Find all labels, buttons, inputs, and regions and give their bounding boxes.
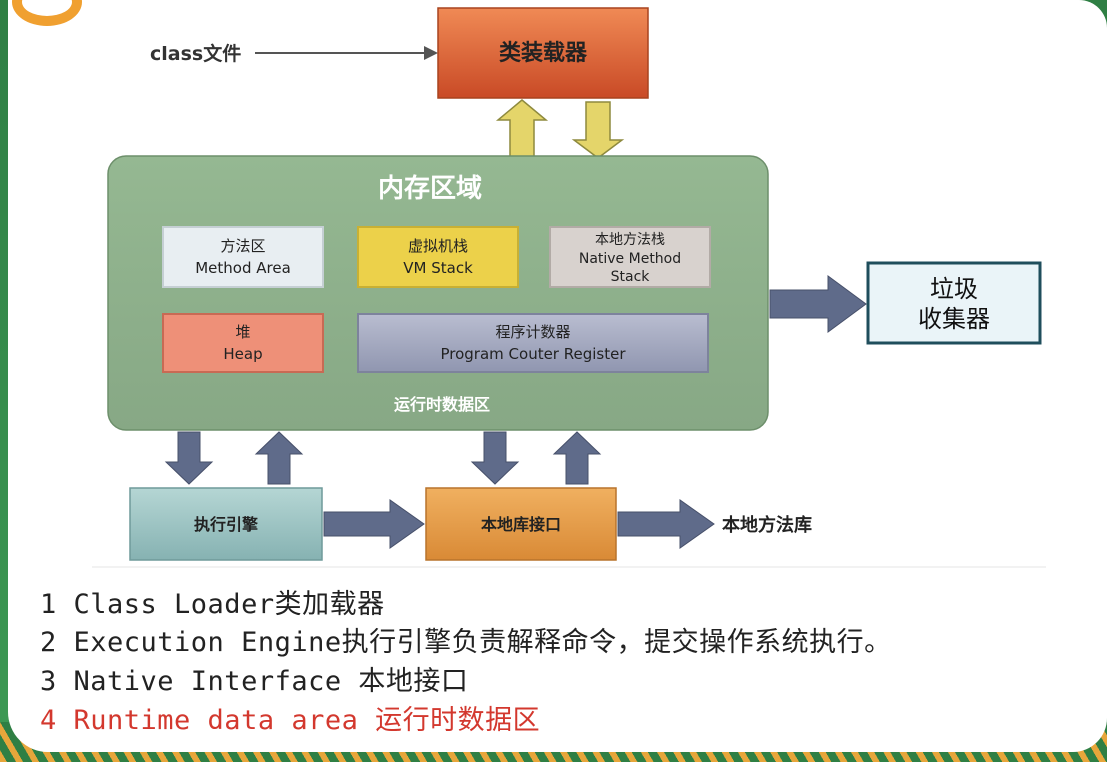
method-area-label-cn: 方法区	[220, 237, 265, 255]
vm-stack-label-cn: 虚拟机栈	[408, 237, 468, 255]
execution-engine-box	[129, 487, 323, 561]
loader-up-arrow	[495, 99, 549, 161]
program-counter-label-cn: 程序计数器	[495, 323, 570, 341]
program-counter-label-en: Program Couter Register	[440, 345, 626, 363]
native-method-stack-box	[549, 226, 711, 288]
heap-label-en: Heap	[223, 345, 262, 363]
memory-area-title: 内存区域	[378, 174, 482, 204]
caption-execution-engine: 2 Execution Engine执行引擎负责解释命令，提交操作系统执行。	[40, 627, 892, 658]
memory-to-native-down-arrow	[470, 431, 520, 485]
engine-to-native-arrow	[323, 499, 425, 549]
native-interface-box	[425, 487, 617, 561]
method-area-box	[162, 226, 324, 288]
caption-class-loader: 1 Class Loader类加载器	[40, 589, 385, 620]
class-loader-label: 类装载器	[499, 40, 588, 66]
garbage-collector-box	[866, 261, 1042, 345]
engine-to-memory-up-arrow	[254, 431, 304, 485]
native-interface-label: 本地库接口	[481, 515, 561, 534]
memory-to-engine-down-arrow	[164, 431, 214, 485]
vm-stack-label-en: VM Stack	[403, 259, 473, 277]
execution-engine-label: 执行引擎	[194, 515, 259, 534]
vm-stack-box	[357, 226, 519, 288]
caption-runtime-data-area: 4 Runtime data area 运行时数据区	[40, 705, 541, 736]
native-to-library-arrow	[617, 499, 715, 549]
gc-label-line1: 垃圾	[930, 275, 978, 303]
heap-box	[162, 313, 324, 373]
heap-label-cn: 堆	[235, 323, 250, 341]
class-loader-box	[437, 7, 649, 99]
native-stack-label-en2: Stack	[611, 269, 651, 285]
native-library-label: 本地方法库	[722, 514, 812, 536]
program-counter-box	[357, 313, 709, 373]
loader-down-arrow	[571, 101, 625, 159]
memory-to-gc-arrow	[769, 275, 867, 333]
native-stack-label-cn: 本地方法栈	[595, 232, 665, 248]
native-stack-label-en1: Native Method	[579, 251, 681, 267]
method-area-label-en: Method Area	[195, 259, 291, 277]
class-file-label: class文件	[150, 42, 241, 65]
caption-native-interface: 3 Native Interface 本地接口	[40, 666, 469, 697]
runtime-data-area-label: 运行时数据区	[394, 395, 490, 414]
native-to-memory-up-arrow	[552, 431, 602, 485]
class-file-arrow	[255, 46, 438, 60]
gc-label-line2: 收集器	[918, 305, 990, 333]
